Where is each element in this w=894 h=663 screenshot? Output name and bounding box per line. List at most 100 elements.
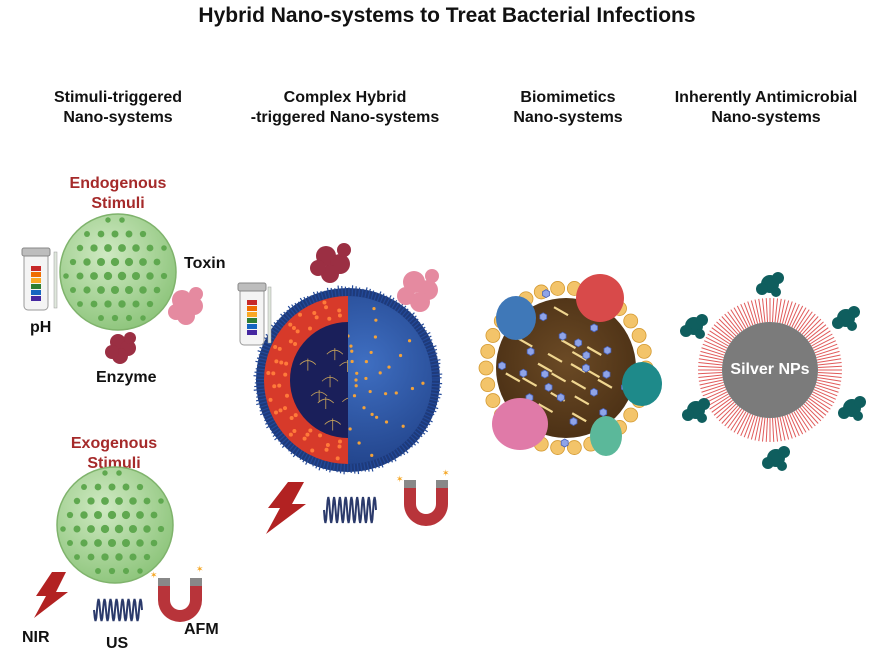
surface-dot — [77, 301, 83, 307]
payload-dot — [364, 360, 368, 364]
payload-dot — [352, 394, 357, 398]
ligand-spike — [803, 403, 822, 422]
surface-dot — [139, 230, 147, 238]
ligand-spike — [733, 307, 747, 329]
polymer-brush — [264, 416, 273, 422]
polymer-brush — [357, 287, 361, 297]
polymer-brush — [290, 446, 298, 455]
lipid-tail — [560, 339, 577, 350]
surface-dot — [63, 273, 69, 279]
polymer-brush — [333, 462, 336, 471]
payload-dot — [387, 365, 391, 369]
ligand-spike — [813, 340, 836, 351]
ligand-spike — [711, 327, 732, 343]
surface-dot — [104, 244, 112, 252]
surface-dot — [101, 553, 109, 561]
polymer-brush — [356, 463, 360, 475]
polymer-brush — [259, 407, 269, 412]
polymer-brush — [302, 453, 309, 463]
polymer-brush — [393, 302, 400, 311]
surface-dot — [157, 525, 165, 533]
shell-texture — [308, 326, 313, 331]
shell-texture — [298, 312, 303, 317]
payload-dot — [383, 392, 388, 396]
polymer-brush — [260, 410, 271, 416]
us-label: US — [106, 635, 129, 652]
payload-dot — [370, 453, 374, 457]
payload-dot — [407, 339, 412, 343]
polymer-brush — [276, 319, 285, 327]
shell-texture — [279, 360, 284, 365]
polymer-brush — [403, 442, 410, 450]
ligand-spike — [702, 386, 726, 397]
surface-dot — [125, 286, 133, 294]
payload-dot — [368, 389, 372, 394]
lipid-tail — [570, 363, 586, 373]
glycan-hexagon — [519, 368, 528, 378]
ligand-spike — [805, 401, 824, 419]
surface-dot — [105, 217, 111, 223]
ligand-spike — [808, 327, 829, 343]
surface-dot — [161, 245, 167, 251]
ligand-spike — [754, 299, 761, 324]
ligand-spike — [809, 330, 831, 345]
lipid-tail — [574, 395, 590, 406]
lipid-head — [636, 343, 652, 359]
ligand-spike — [707, 393, 729, 407]
lipid-head — [566, 440, 582, 455]
ligand-spike — [781, 300, 790, 324]
polymer-brush — [312, 457, 317, 467]
ligand-spike — [698, 372, 723, 375]
polymer-brush — [256, 401, 268, 406]
ligand-spike — [799, 406, 816, 427]
surface-dot — [136, 511, 144, 519]
glycan-hexagon — [539, 312, 548, 322]
ligand-spike — [718, 318, 737, 337]
polymer-brush — [291, 304, 299, 314]
shell-texture — [337, 308, 342, 313]
surface-dot — [125, 314, 133, 322]
payload-dot — [375, 415, 379, 419]
lipid-tail — [505, 372, 521, 383]
polymer-brush — [257, 350, 269, 355]
ligand-spike — [811, 333, 833, 347]
polymer-brush — [303, 296, 310, 307]
polymer-brush — [430, 392, 442, 396]
ligand-spike — [814, 343, 838, 354]
polymer-brush — [431, 373, 443, 376]
ligand-spike — [724, 313, 741, 334]
surface-dot — [136, 483, 144, 491]
polymer-brush — [261, 343, 271, 349]
polymer-brush — [419, 422, 429, 429]
polymer-brush — [401, 308, 409, 317]
surface-dot — [81, 484, 87, 490]
surface-dot — [143, 497, 151, 505]
shell-texture — [285, 393, 290, 398]
polymer-brush — [259, 346, 270, 352]
surface-dot — [136, 539, 144, 547]
lipid-tail — [586, 346, 602, 356]
ligand-spike — [711, 397, 732, 413]
ligand-spike — [698, 377, 723, 382]
ligand-spike — [814, 386, 838, 397]
afm-label: AFM — [184, 621, 219, 638]
shell-texture — [324, 447, 329, 452]
glycan-hexagon — [582, 350, 591, 360]
polymer-brush — [316, 291, 321, 301]
ligand-spike — [815, 347, 839, 356]
ligand-spike — [808, 397, 829, 413]
polymer-brush — [254, 385, 265, 388]
ligand-spike — [709, 395, 731, 410]
polymer-brush — [253, 388, 265, 391]
polymer-brush — [382, 295, 388, 304]
shell-texture — [327, 316, 332, 321]
polymer-brush — [255, 368, 265, 371]
polymer-brush — [428, 352, 438, 357]
polymer-brush — [325, 461, 330, 471]
polymer-brush — [429, 359, 441, 363]
lipid-tail — [522, 377, 538, 387]
ligand-spike — [727, 408, 743, 429]
glycan-hexagon — [560, 438, 569, 448]
polymer-brush — [256, 394, 266, 398]
ligand-spike — [765, 417, 768, 442]
